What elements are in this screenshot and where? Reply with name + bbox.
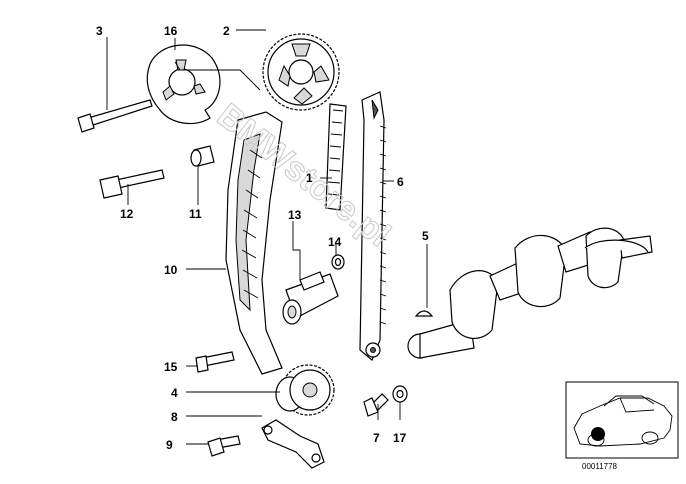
- part-10-guide-rail: [225, 111, 283, 375]
- part-15-bolt: [195, 351, 235, 373]
- callout-10: 10: [164, 263, 178, 277]
- callouts: 3 16 2 1 6 12 11 13 14 5 10 15 4 8 9 7 1…: [96, 24, 429, 452]
- callout-7: 7: [373, 431, 380, 445]
- callout-1: 1: [306, 171, 313, 185]
- part-7-bolt: [363, 393, 389, 417]
- part-4-crankshaft-sprocket: [275, 364, 335, 416]
- callout-12: 12: [120, 207, 134, 221]
- part-16-cover-plate: [146, 44, 221, 125]
- callout-5: 5: [422, 229, 429, 243]
- callout-11: 11: [189, 207, 202, 221]
- part-17-washer: [392, 385, 408, 403]
- callout-14: 14: [328, 235, 342, 249]
- part-2-camshaft-sprocket: [262, 33, 340, 111]
- part-8-guide-bracket: [261, 419, 325, 469]
- part-12-bolt: [99, 169, 165, 199]
- callout-13: 13: [288, 208, 302, 222]
- callout-3: 3: [96, 24, 103, 38]
- callout-17: 17: [393, 431, 407, 445]
- part-6-tensioner-rail: [359, 91, 387, 361]
- callout-9: 9: [166, 438, 173, 452]
- part-14-seal-ring: [331, 254, 345, 270]
- leader-lines: [106, 29, 428, 445]
- callout-6: 6: [397, 175, 404, 189]
- part-11-sleeve: [190, 145, 215, 167]
- vehicle-inset: 00011778: [565, 381, 679, 471]
- part-1-timing-chain: [325, 103, 347, 211]
- engine-location-marker: [591, 427, 605, 441]
- callout-15: 15: [164, 360, 178, 374]
- image-number: 00011778: [582, 462, 618, 471]
- callout-8: 8: [171, 410, 178, 424]
- part-9-bolt: [207, 435, 241, 457]
- callout-2: 2: [223, 24, 230, 38]
- callout-4: 4: [171, 386, 178, 400]
- callout-16: 16: [164, 24, 178, 38]
- part-3-bolt: [77, 99, 153, 133]
- part-5-woodruff-key: [414, 310, 434, 317]
- part-13-chain-tensioner: [282, 271, 339, 325]
- crankshaft: [407, 227, 653, 359]
